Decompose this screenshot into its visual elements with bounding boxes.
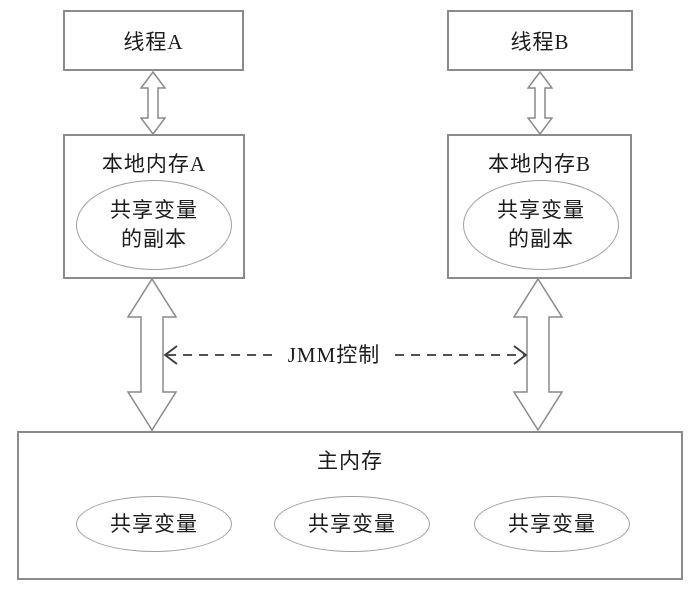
bidirectional-arrow-icon	[127, 278, 177, 431]
main-memory-shared-variable-ellipse: 共享变量	[76, 496, 232, 552]
bidirectional-arrow-icon	[513, 278, 563, 431]
shared-variable-copy-ellipse: 共享变量 的副本	[76, 180, 232, 270]
shared-variable-copy-line1: 共享变量	[497, 198, 585, 222]
main-memory-box: 主内存 共享变量 共享变量 共享变量	[17, 431, 683, 580]
local-memory-b-box: 本地内存B 共享变量 的副本	[447, 134, 632, 279]
shared-variable-label: 共享变量	[110, 511, 198, 536]
jmm-control-label: JMM控制	[273, 343, 395, 367]
local-memory-a-box: 本地内存A 共享变量 的副本	[63, 134, 245, 279]
main-memory-shared-variable-ellipse: 共享变量	[474, 496, 630, 552]
shared-variable-copy-line2: 的副本	[121, 227, 187, 251]
bidirectional-arrow-icon	[140, 71, 166, 135]
shared-variable-label: 共享变量	[308, 511, 396, 536]
main-memory-title: 主内存	[317, 449, 383, 473]
bidirectional-arrow-icon	[527, 71, 553, 135]
thread-b-box: 线程B	[447, 10, 633, 71]
thread-a-box: 线程A	[63, 10, 244, 71]
thread-b-label: 线程B	[510, 29, 570, 54]
jmm-control-dashed-arrow-icon	[163, 345, 528, 365]
main-memory-shared-variable-ellipse: 共享变量	[274, 496, 430, 552]
local-memory-a-title: 本地内存A	[101, 152, 207, 176]
shared-variable-copy-line1: 共享变量	[110, 198, 198, 222]
local-memory-b-title: 本地内存B	[487, 152, 591, 176]
shared-variable-copy-line2: 的副本	[508, 227, 574, 251]
thread-a-label: 线程A	[123, 29, 184, 54]
shared-variable-copy-ellipse: 共享变量 的副本	[463, 180, 619, 270]
shared-variable-label: 共享变量	[508, 511, 596, 536]
